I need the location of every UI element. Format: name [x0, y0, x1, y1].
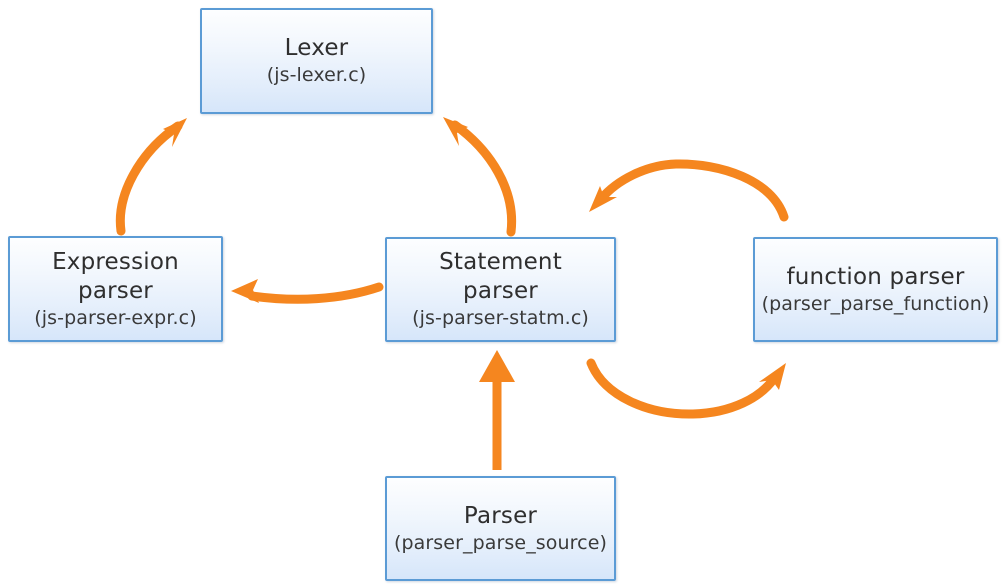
edge-statement-to-expression [231, 279, 384, 304]
node-statement-parser-subtitle: (js-parser-statm.c) [412, 307, 589, 329]
edge-statement-to-lexer [443, 117, 517, 237]
node-expression-parser-title: Expression [52, 248, 179, 275]
node-lexer-subtitle: (js-lexer.c) [266, 64, 367, 86]
edge-statement-to-function [586, 358, 786, 419]
node-lexer-title: Lexer [284, 35, 349, 61]
node-function-parser[interactable]: function parser (parser_parse_function) [753, 237, 998, 342]
node-parser[interactable]: Parser (parser_parse_source) [385, 476, 616, 581]
node-statement-parser-title: Statement [439, 249, 562, 275]
node-statement-parser-title2: parser [463, 278, 538, 304]
node-parser-title: Parser [463, 502, 538, 529]
edge-parser-to-statement [479, 350, 515, 470]
edge-expression-to-lexer [115, 118, 187, 236]
node-lexer[interactable]: Lexer (js-lexer.c) [200, 8, 433, 114]
node-statement-parser[interactable]: Statement parser (js-parser-statm.c) [385, 237, 616, 342]
edge-function-to-statement [589, 159, 789, 222]
node-function-parser-title: function parser [786, 263, 965, 290]
node-expression-parser-title2: parser [78, 277, 153, 304]
node-parser-subtitle: (parser_parse_source) [393, 531, 608, 554]
node-expression-parser-subtitle: (js-parser-expr.c) [34, 306, 197, 329]
node-expression-parser[interactable]: Expression parser (js-parser-expr.c) [8, 236, 223, 342]
node-function-parser-subtitle: (parser_parse_function) [761, 292, 990, 315]
